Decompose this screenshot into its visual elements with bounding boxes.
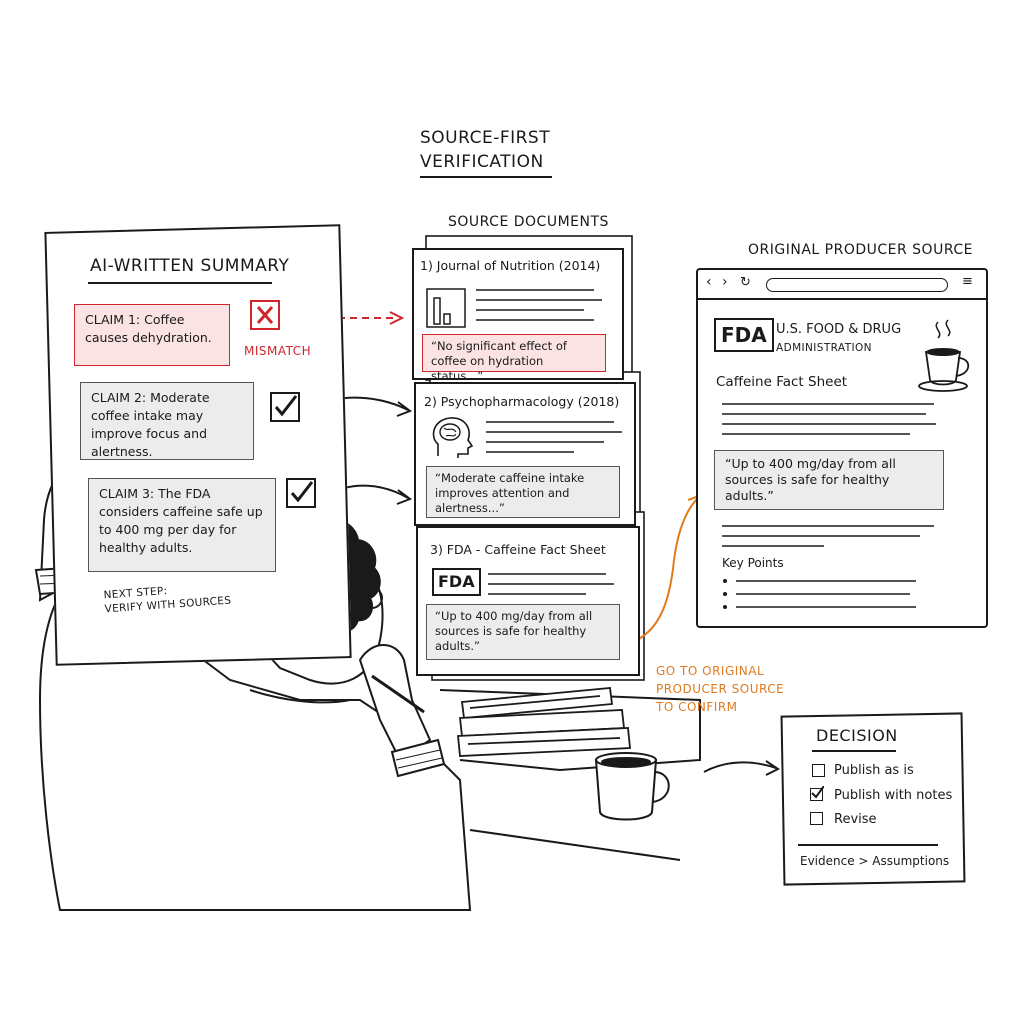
text-lines <box>722 403 936 435</box>
source-documents-heading: SOURCE DOCUMENTS <box>448 214 609 230</box>
source-doc-1-title: 1) Journal of Nutrition (2014) <box>420 258 601 273</box>
bar-chart-icon <box>426 288 466 328</box>
option-checkbox-publish-with-notes[interactable] <box>810 786 824 801</box>
text-lines <box>722 525 934 547</box>
x-mark-icon <box>256 306 274 324</box>
back-icon[interactable]: ‹ <box>706 274 712 290</box>
text-lines <box>476 289 602 321</box>
source-doc-3-quote: “Up to 400 mg/day from all sources is sa… <box>426 604 620 660</box>
page-title: SOURCE-FIRST VERIFICATION <box>420 126 580 174</box>
summary-heading: AI-WRITTEN SUMMARY <box>90 256 290 276</box>
source-doc-2-title: 2) Psychopharmacology (2018) <box>424 394 620 409</box>
option-publish-as-is[interactable]: Publish as is <box>834 763 914 778</box>
option-revise[interactable]: Revise <box>834 812 877 827</box>
summary-underline <box>88 282 272 284</box>
evidence-note: Evidence > Assumptions <box>800 854 950 868</box>
text-lines <box>488 573 614 595</box>
fda-logo: FDA <box>432 568 481 596</box>
claim-2: CLAIM 2: Moderate coffee intake may impr… <box>80 382 254 460</box>
decision-underline <box>812 750 896 752</box>
forward-icon[interactable]: › <box>722 274 728 290</box>
option-checkbox-publish-as-is[interactable] <box>812 764 825 777</box>
address-bar[interactable] <box>766 278 948 292</box>
brain-head-icon <box>432 417 474 458</box>
check-icon <box>270 392 300 422</box>
decision-divider <box>798 844 938 846</box>
title-line-1: SOURCE-FIRST <box>420 128 551 148</box>
checkmark-icon <box>290 481 314 503</box>
reload-icon[interactable]: ↻ <box>740 275 751 290</box>
source-doc-3-title: 3) FDA - Caffeine Fact Sheet <box>430 542 606 557</box>
title-line-2: VERIFICATION <box>420 152 544 172</box>
fact-sheet-title: Caffeine Fact Sheet <box>716 374 848 390</box>
book-stack-icon <box>457 687 631 757</box>
confirm-arrow <box>617 497 699 647</box>
text-lines <box>486 421 622 453</box>
checkmark-icon <box>274 395 298 417</box>
option-publish-with-notes[interactable]: Publish with notes <box>834 788 953 803</box>
confirm-note-line-1: GO TO ORIGINAL <box>656 664 765 678</box>
coffee-cup-icon <box>918 319 970 392</box>
confirm-note: GO TO ORIGINAL PRODUCER SOURCE TO CONFIR… <box>656 662 784 716</box>
bullet-list <box>723 579 916 609</box>
check-icon <box>286 478 316 508</box>
decision-heading: DECISION <box>816 726 898 745</box>
agency-name: U.S. FOOD & DRUG <box>776 322 902 337</box>
agency-subtitle: ADMINISTRATION <box>776 342 872 354</box>
browser-toolbar <box>698 270 986 300</box>
claim-3: CLAIM 3: The FDA considers caffeine safe… <box>88 478 276 572</box>
fda-logo-large: FDA <box>714 318 774 352</box>
producer-source-heading: ORIGINAL PRODUCER SOURCE <box>748 242 973 258</box>
desk-front <box>469 829 681 861</box>
mismatch-label: MISMATCH <box>244 344 312 358</box>
option-checkbox-revise[interactable] <box>810 812 823 825</box>
checkmark-icon <box>811 786 824 799</box>
desk-edge <box>439 689 701 772</box>
claim-1: CLAIM 1: Coffee causes dehydration. <box>74 304 230 366</box>
confirm-note-line-2: PRODUCER SOURCE <box>656 682 785 696</box>
source-doc-2-quote: “Moderate caffeine intake improves atten… <box>426 466 620 518</box>
source-doc-1-quote: “No significant effect of coffee on hydr… <box>422 334 606 383</box>
title-underline <box>420 176 552 178</box>
coffee-mug-icon <box>594 752 670 821</box>
producer-quote: “Up to 400 mg/day from all sources is sa… <box>714 450 944 510</box>
decision-arrow <box>703 761 777 773</box>
confirm-note-line-3: TO CONFIRM <box>656 700 738 714</box>
key-points-label: Key Points <box>722 556 784 570</box>
menu-icon[interactable]: ≡ <box>962 274 973 289</box>
mismatch-x-icon <box>250 300 280 330</box>
